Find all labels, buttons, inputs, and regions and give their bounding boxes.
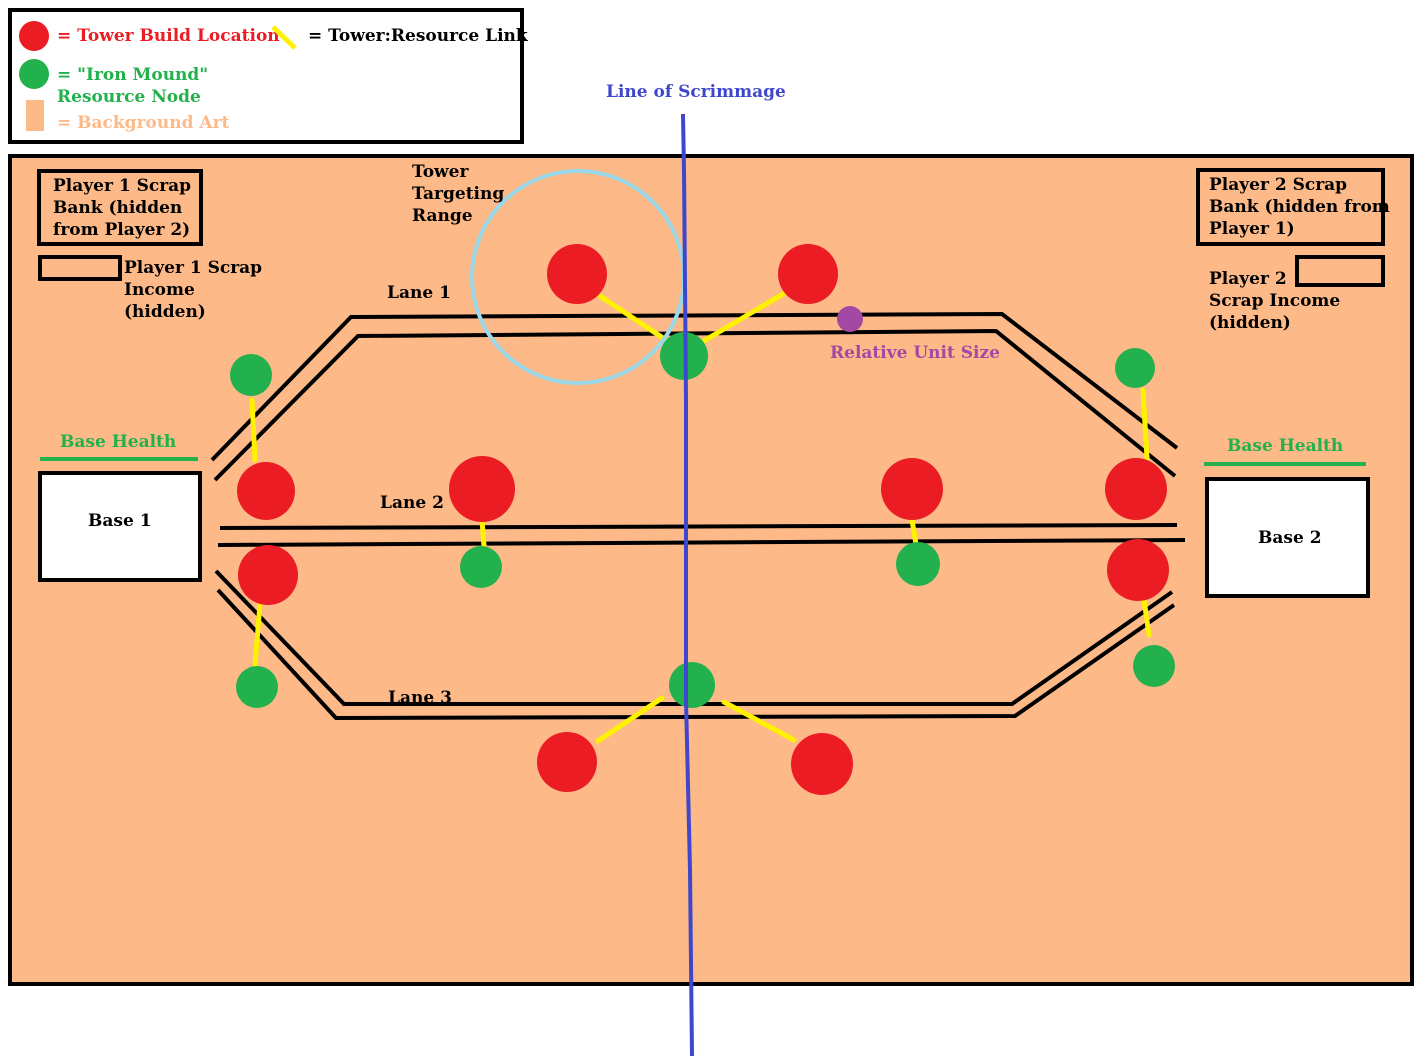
player1-bank-line-1: Player 1 Scrap: [53, 176, 191, 196]
resource-node-bottom-center: [669, 662, 715, 708]
lane-2-top-edge: [219, 523, 1178, 530]
player1-health-label: Base Health: [60, 432, 176, 452]
player1-bank-line-3: from Player 2): [53, 220, 190, 240]
player2-income-line-1: Player 2: [1209, 269, 1287, 289]
player2-income-box: [1295, 255, 1385, 287]
lane-2-bottom-edge: [217, 538, 1186, 547]
range-label-line-2: Targeting: [412, 184, 504, 204]
base-1-label: Base 1: [88, 511, 152, 531]
link-bottom-left: [595, 695, 665, 744]
player1-income-line-1: Player 1 Scrap: [124, 258, 262, 278]
player1-bank-line-2: Bank (hidden: [53, 198, 182, 218]
link-bottom-right: [721, 699, 797, 743]
range-label-line-1: Tower: [412, 162, 469, 182]
base-2-label: Base 2: [1258, 528, 1322, 548]
link-left-lower: [252, 601, 263, 668]
link-top-left: [597, 293, 669, 343]
tower-resource-links: [249, 291, 1152, 744]
link-left-upper: [249, 397, 258, 463]
resource-nodes: [230, 332, 1175, 708]
tower-location-right-lane2-top: [1105, 458, 1167, 520]
link-right-upper: [1140, 387, 1150, 461]
base-2: [1205, 477, 1370, 598]
player2-income-line-2: Scrap Income: [1209, 291, 1340, 311]
tower-location-lane2-right: [881, 458, 943, 520]
tower-location-bottom-right: [791, 733, 853, 795]
player2-scrap-income: Player 2 Scrap Income (hidden): [1209, 255, 1385, 333]
player2-health-label: Base Health: [1227, 436, 1343, 456]
player2-scrap-bank: Player 2 Scrap Bank (hidden from Player …: [1196, 168, 1390, 246]
resource-node-right-upper: [1115, 348, 1155, 388]
resource-node-right-lower: [1133, 645, 1175, 687]
legend: = Tower Build Location = Tower:Resource …: [8, 8, 529, 144]
player1-bank-box: [37, 169, 203, 246]
link-top-right: [699, 291, 786, 345]
legend-link-label: = Tower:Resource Link: [308, 26, 529, 46]
player1-income-box: [38, 255, 122, 281]
lane-1-label: Lane 1: [387, 283, 451, 303]
range-label-line-3: Range: [412, 206, 473, 226]
player1-scrap-bank: Player 1 Scrap Bank (hidden from Player …: [37, 169, 203, 246]
legend-resource-label: = "Iron Mound": [57, 65, 208, 85]
tower-location-right-lane2-bottom: [1107, 539, 1169, 601]
player1-income-line-2: Income: [124, 280, 195, 300]
map-background: [8, 154, 1414, 986]
lane-2-path: [217, 523, 1186, 547]
tower-location-left-lane2-top: [237, 462, 295, 520]
unit-size-marker: [837, 306, 863, 332]
legend-resource-label-line-2: Resource Node: [57, 87, 201, 107]
legend-background-swatch: [26, 100, 44, 131]
lane-3-label: Lane 3: [388, 688, 452, 708]
lane-3-path: [214, 569, 1176, 721]
player2-bank-box: [1196, 168, 1385, 246]
lane-3-lower-edge: [216, 588, 1176, 721]
link-right-lower: [1141, 597, 1152, 638]
unit-size-label: Relative Unit Size: [830, 343, 1000, 363]
resource-node-lane2-left: [460, 546, 502, 588]
scrimmage-label: Line of Scrimmage: [606, 82, 786, 102]
lane-3-upper-edge: [214, 569, 1174, 706]
line-of-scrimmage: [681, 113, 694, 1057]
legend-box: [8, 8, 524, 144]
resource-node-lane2-right: [896, 542, 940, 586]
link-lane2-right: [909, 517, 919, 547]
tower-location-top-left: [547, 244, 607, 304]
legend-tower-label: = Tower Build Location: [57, 26, 280, 46]
tower-location-bottom-left: [537, 732, 597, 792]
tower-location-top-right: [778, 244, 838, 304]
legend-link-swatch: [271, 25, 297, 50]
player2-bank-line-1: Player 2 Scrap: [1209, 175, 1347, 195]
player1-scrap-income: Player 1 Scrap Income (hidden): [38, 255, 262, 322]
tower-location-lane2-left: [449, 456, 515, 522]
resource-node-left-upper: [230, 354, 272, 396]
resource-node-left-lower: [236, 666, 278, 708]
legend-resource-swatch: [19, 59, 49, 89]
player2-income-line-3: (hidden): [1209, 313, 1291, 333]
player1-income-line-3: (hidden): [124, 302, 206, 322]
tower-location-left-lane2-bottom: [238, 545, 298, 605]
player2-bank-line-2: Bank (hidden from: [1209, 197, 1390, 217]
lane-2-label: Lane 2: [380, 493, 444, 513]
tower-build-locations: [237, 244, 1169, 795]
player2-bank-line-3: Player 1): [1209, 219, 1295, 239]
base-1: [38, 471, 202, 582]
legend-tower-swatch: [19, 21, 49, 51]
legend-background-label: = Background Art: [57, 113, 230, 133]
link-lane2-left: [479, 517, 487, 549]
